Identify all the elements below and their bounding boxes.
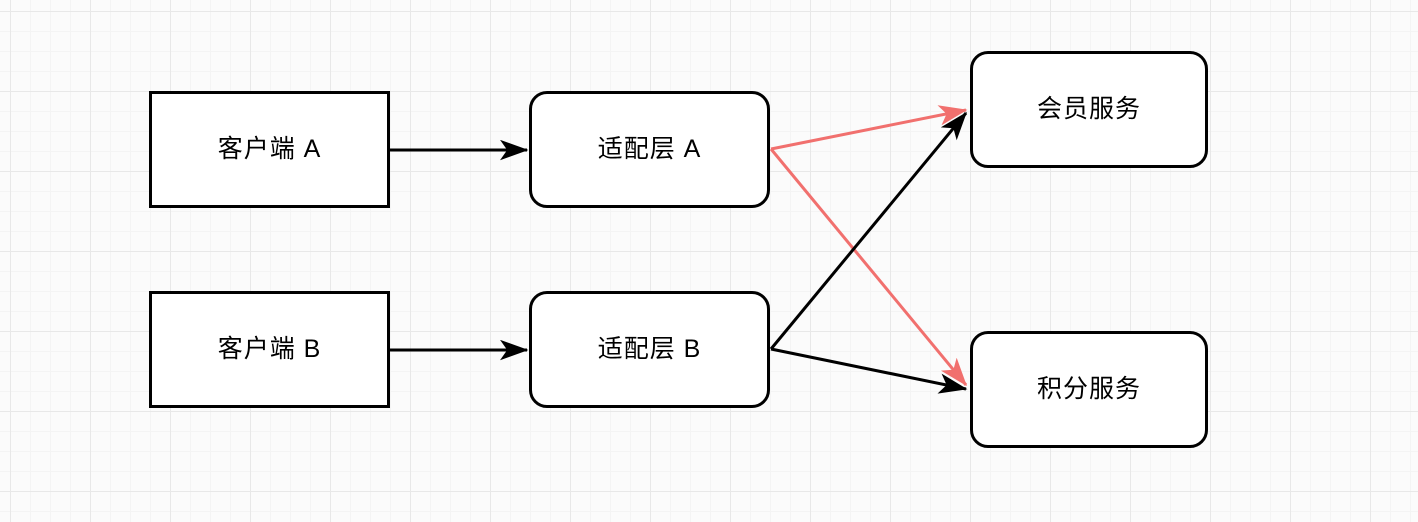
node-client-a-label: 客户端 A — [217, 135, 322, 163]
node-member-service-label: 会员服务 — [1036, 95, 1141, 123]
edge-adapter-a-to-member-service — [770, 105, 968, 151]
node-client-b-label: 客户端 B — [217, 335, 322, 363]
node-adapter-a-label: 适配层 A — [597, 135, 702, 163]
node-points-service[interactable]: 积分服务 — [970, 331, 1208, 448]
node-client-a[interactable]: 客户端 A — [149, 91, 390, 208]
edge-adapter-b-to-points-service — [770, 347, 968, 394]
node-client-b[interactable]: 客户端 B — [149, 291, 390, 408]
edge-adapter-b-to-member-service — [769, 111, 968, 350]
node-adapter-b[interactable]: 适配层 B — [529, 291, 770, 408]
node-member-service[interactable]: 会员服务 — [970, 51, 1208, 168]
node-adapter-b-label: 适配层 B — [597, 335, 702, 363]
node-adapter-a[interactable]: 适配层 A — [529, 91, 770, 208]
edge-adapter-a-to-points-service — [769, 148, 968, 387]
node-points-service-label: 积分服务 — [1036, 375, 1141, 403]
